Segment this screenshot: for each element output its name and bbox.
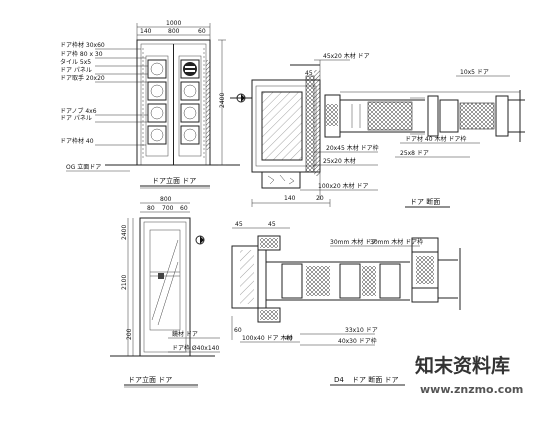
label-5: ドアノブ 4x6 (60, 107, 97, 115)
ts-label-3: 100x20 木材 ドア (318, 182, 368, 190)
bs-dim-3: 40 (285, 335, 293, 342)
bottom-door-elevation: 800 80 700 60 2100 200 2400 鏡材 ドア ドア枠 Ø4… (110, 196, 220, 388)
bs-dim-0: 45 (235, 221, 243, 228)
bs-label-4: 40x30 ドア枠 (338, 337, 377, 345)
left-leaf-panels (145, 55, 169, 157)
watermark: 知末资料库 www.znzmo.com (415, 354, 523, 396)
ts-label-0: 45x20 木材 ドア (323, 52, 370, 60)
top-sub-dim-1: 140 (140, 28, 152, 35)
top-right-horizontal-section: 10x5 ドア ドア材 40 木材 ドア枠 25x8 ドア ドア 断面 (324, 69, 525, 208)
be-dim-0: 800 (160, 196, 172, 203)
top-elevation-caption: ドア立面 ドア (152, 176, 196, 185)
be-dim-3: 60 (180, 205, 188, 212)
be-label-1: ドア枠 Ø40x140 (172, 344, 219, 352)
label-6: ドア パネル (60, 115, 92, 122)
bs-label-1: 30mm 木材 ドア枠 (370, 238, 423, 246)
label-3: ドア パネル (60, 67, 92, 74)
bs-label-2: 100x40 ドア 木材 (242, 334, 292, 342)
top-sub-dim-2: 800 (168, 28, 180, 35)
be-label-0: 鏡材 ドア (172, 330, 198, 338)
bs-label-0: 30mm 木材 ドア (330, 238, 377, 246)
be-height-0: 2100 (121, 275, 128, 290)
bs-dim-1: 45 (268, 221, 276, 228)
ts-dim-0: 45 (305, 70, 313, 77)
tr-label-2: 25x8 ドア (400, 150, 429, 157)
top-section-detail: 45x20 木材 ドア 45 20x45 木材 ドア枠 25x20 木材 100… (251, 52, 379, 207)
tr-label-0: 10x5 ドア (460, 69, 489, 76)
watermark-brand: 知末资料库 (415, 354, 510, 377)
ts-label-1: 20x45 木材 ドア枠 (326, 144, 379, 152)
label-2: タイル 5x5 (60, 58, 91, 66)
label-7: ドア枠材 40 (60, 137, 94, 145)
right-leaf-panels (178, 55, 202, 157)
bs-label-3: 33x10 ドア (345, 327, 378, 334)
bottom-elevation-caption: ドア立面 ドア (128, 375, 172, 384)
top-door-elevation: 1000 140 800 60 (60, 20, 252, 189)
top-sub-dim-3: 60 (198, 28, 206, 35)
be-dim-2: 80 (147, 205, 155, 212)
ts-label-2: 25x20 木材 (323, 157, 356, 165)
top-left-labels: ドア枠材 30x60 ドア枠 80 x 30 タイル 5x5 ドア パネル ドア… (60, 41, 148, 146)
label-0: ドア枠材 30x60 (60, 41, 105, 49)
watermark-url: www.znzmo.com (420, 383, 523, 396)
be-height-2: 2400 (121, 225, 128, 240)
bottom-section-caption: ドア 断面 ドア (352, 375, 398, 384)
top-section-caption: ドア 断面 (410, 197, 440, 206)
tr-label-1: ドア材 40 木材 ドア枠 (405, 135, 466, 143)
ts-dim-2: 20 (316, 195, 324, 202)
bottom-section-detail: 45 45 30mm 木材 ドア 30mm 木材 ドア枠 60 33x10 ドア (231, 221, 461, 386)
label-1: ドア枠 80 x 30 (60, 50, 103, 58)
ts-dim-1: 140 (284, 195, 296, 202)
be-dim-1: 700 (162, 205, 174, 212)
top-ref-left: OG 立面ドア (66, 163, 101, 171)
top-width-dim: 1000 (166, 20, 181, 27)
label-4: ドア取手 20x20 (60, 74, 105, 82)
bottom-section-ref: D4 (334, 376, 344, 384)
be-height-1: 200 (126, 328, 133, 340)
top-height-dim: 2400 (219, 93, 226, 108)
bs-dim-2: 60 (234, 327, 242, 334)
